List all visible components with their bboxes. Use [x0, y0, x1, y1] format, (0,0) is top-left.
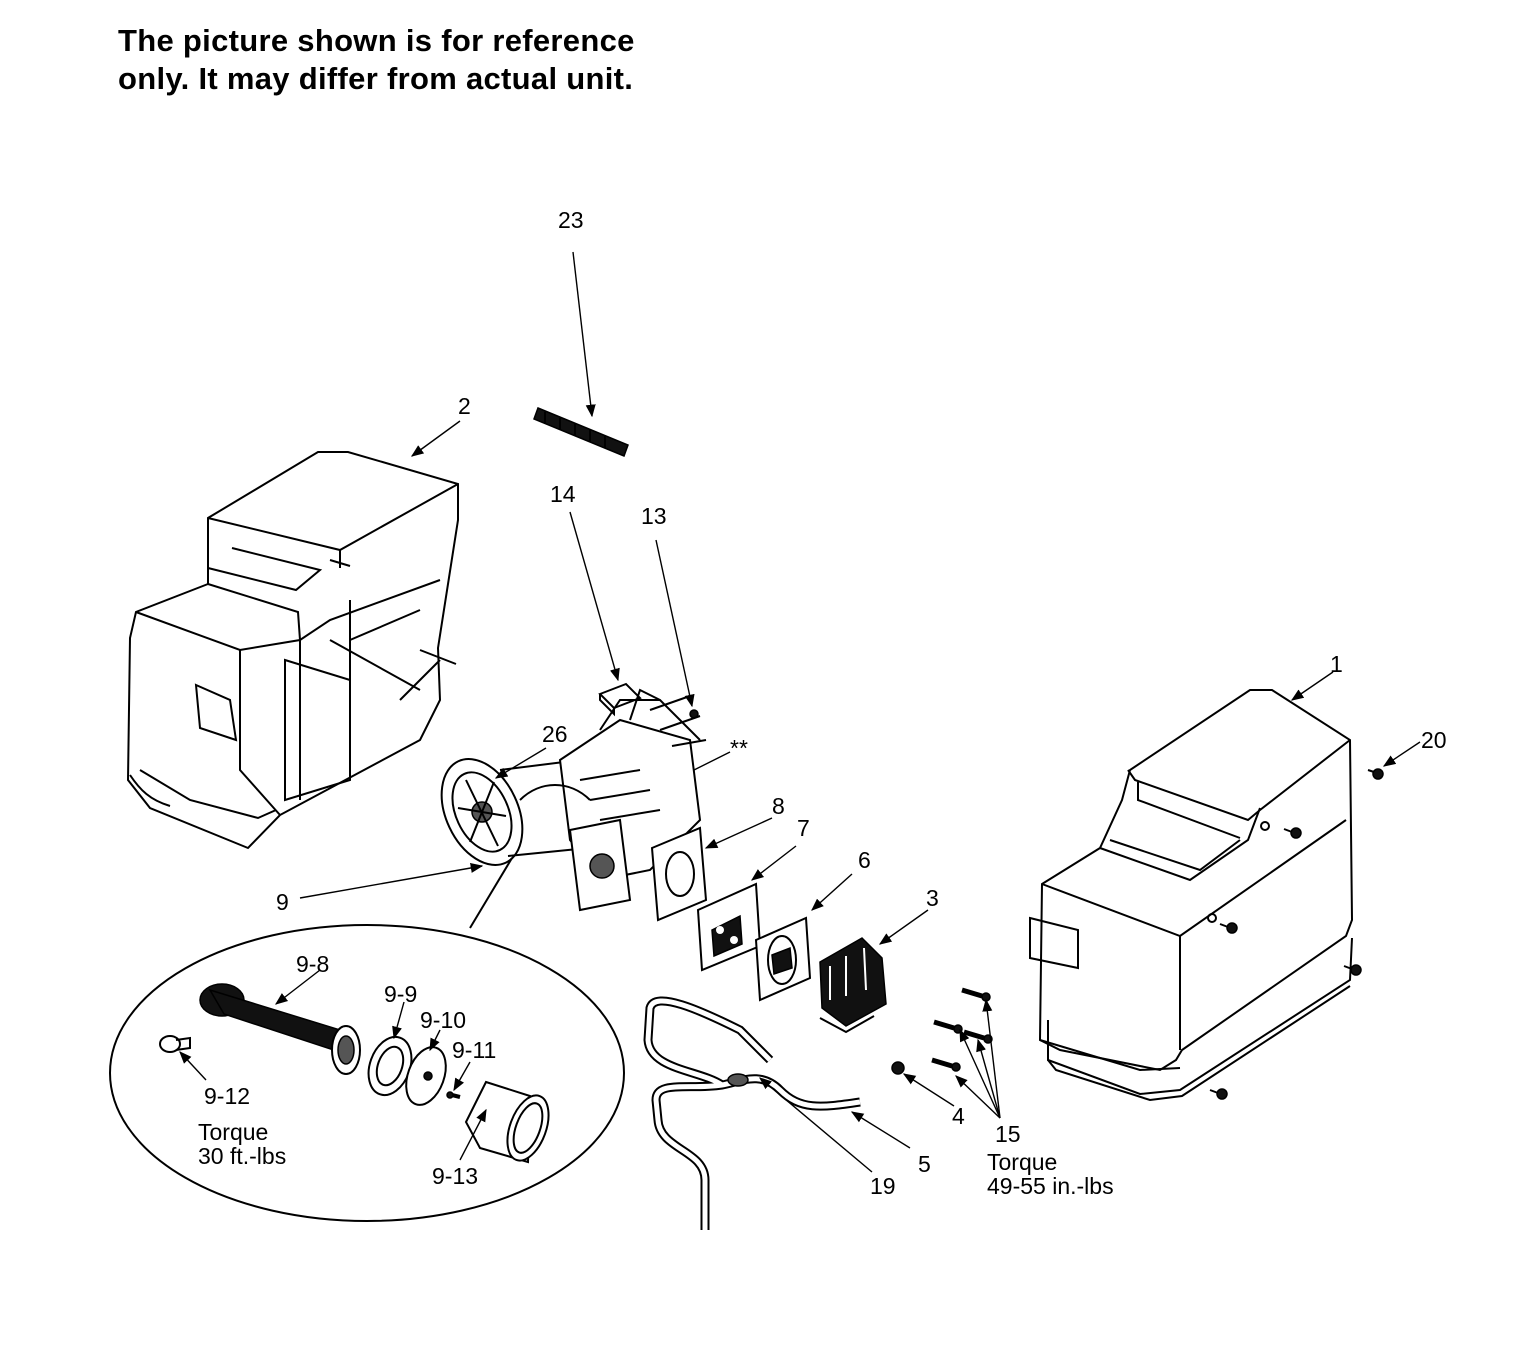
reference-notice: The picture shown is for reference only.… [118, 22, 635, 98]
detail-callout-9 [109, 857, 625, 1222]
part-9-13-cylinder-sleeve [464, 1080, 550, 1164]
part-19-outlet-tube [643, 996, 861, 1230]
part-9-12-bolt [159, 1035, 191, 1053]
part-6-head-gasket [754, 916, 812, 1002]
notice-line-1: The picture shown is for reference [118, 23, 635, 58]
part-3-cylinder-head [819, 937, 887, 1034]
callout-4: 4 [952, 1103, 965, 1129]
callout-8: 8 [772, 793, 785, 819]
part-14-pad [598, 682, 642, 717]
part-2-rear-shroud [126, 451, 459, 850]
torque-rod-value: 30 ft.-lbs [198, 1143, 286, 1169]
callout-9-10: 9-10 [420, 1007, 466, 1033]
part-9-8-connecting-rod [199, 983, 361, 1075]
callout-5: 5 [918, 1151, 931, 1177]
callout-3: 3 [926, 885, 939, 911]
part-20-screw [1367, 768, 1384, 780]
torque-rod-label: Torque [198, 1119, 268, 1145]
callout-13: 13 [641, 503, 667, 529]
callout-double-star: ** [730, 735, 748, 761]
part-8-gasket [650, 826, 708, 922]
callout-9-12: 9-12 [204, 1083, 250, 1109]
callout-15: 15 [995, 1121, 1021, 1147]
callout-14: 14 [550, 481, 576, 507]
leader-arrows [179, 251, 1421, 1173]
callout-9: 9 [276, 889, 289, 915]
part-23-handle-grip [533, 407, 629, 457]
callout-26: 26 [542, 721, 568, 747]
torque-screw-value: 49-55 in.-lbs [987, 1173, 1114, 1199]
part-26-motor-pump-assembly [440, 688, 707, 912]
shroud-screws [1209, 827, 1362, 1100]
callout-9-8: 9-8 [296, 951, 329, 977]
callout-6: 6 [858, 847, 871, 873]
callout-9-11: 9-11 [452, 1037, 496, 1063]
torque-note-screws: Torque 49-55 in.-lbs [987, 1149, 1114, 1199]
notice-line-2: only. It may differ from actual unit. [118, 61, 634, 96]
part-1-front-shroud [1029, 689, 1354, 1102]
callout-7: 7 [797, 815, 810, 841]
callout-19: 19 [870, 1173, 896, 1199]
callout-23: 23 [558, 207, 584, 233]
callout-2: 2 [458, 393, 471, 419]
part-9-11-screw [446, 1091, 461, 1099]
part-9-10-disc [405, 1046, 447, 1106]
callout-9-9: 9-9 [384, 981, 417, 1007]
callout-1: 1 [1330, 651, 1343, 677]
torque-note-rod: Torque 30 ft.-lbs [198, 1119, 286, 1169]
part-4-fitting [891, 1061, 905, 1075]
callout-labels: 23 2 14 13 26 ** 1 20 8 7 6 3 9 4 15 5 1… [204, 207, 1447, 1199]
callout-9-13: 9-13 [432, 1163, 478, 1189]
callout-20: 20 [1421, 727, 1447, 753]
torque-screw-label: Torque [987, 1149, 1057, 1175]
part-7-valve-plate [696, 882, 762, 972]
